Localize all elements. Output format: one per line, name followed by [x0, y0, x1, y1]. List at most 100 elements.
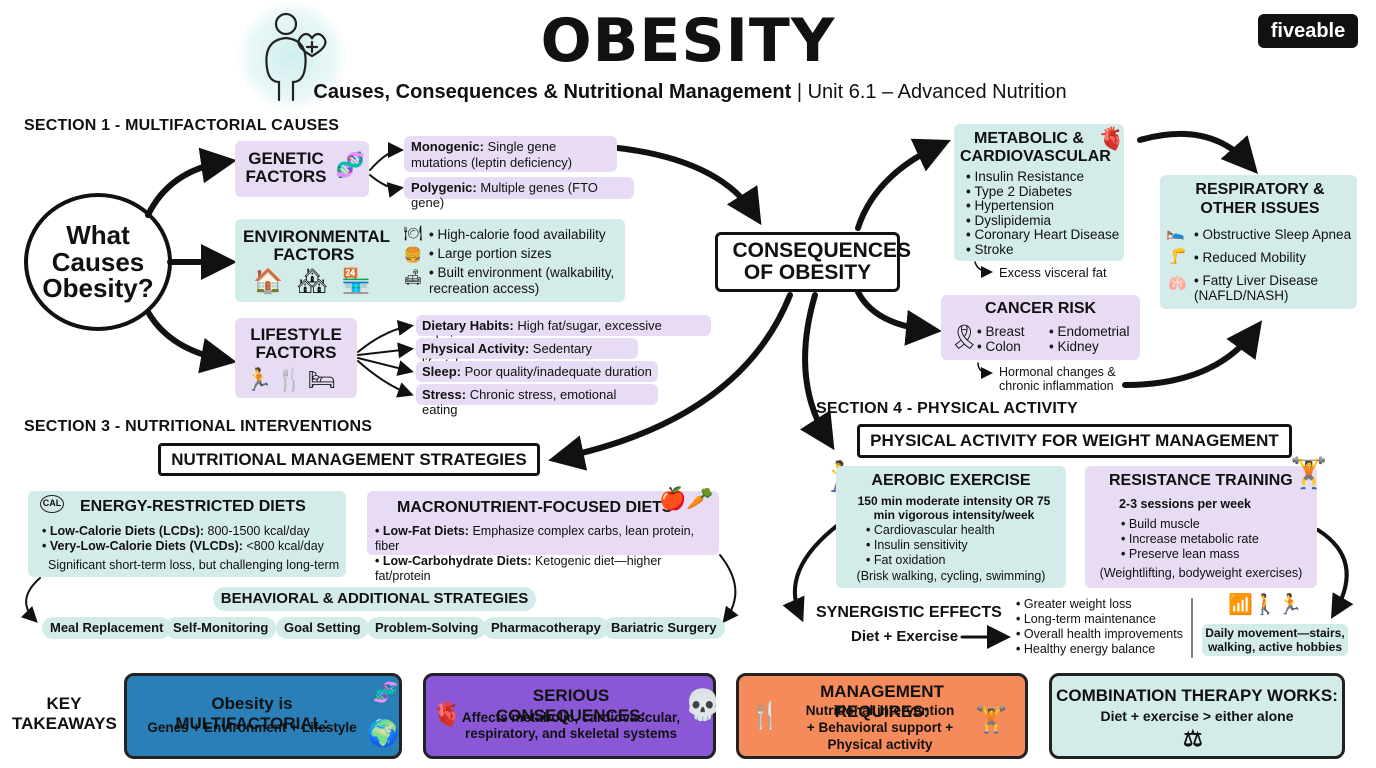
macronutrient-box: MACRONUTRIENT-FOCUSED DIETS 🍎🥕 Low-Fat D…: [367, 486, 719, 583]
stress-box: Stress: Chronic stress, emotional eating: [416, 384, 658, 417]
consequences-title: CONSEQUENCES OF OBESITY: [732, 238, 912, 284]
metabolic-title: METABOLIC & CARDIOVASCULAR: [960, 130, 1111, 166]
cal-plate-icon: CAL: [32, 493, 72, 517]
synergy-title: SYNERGISTIC EFFECTS: [816, 604, 1002, 621]
sleep-box: Sleep: Poor quality/inadequate duration: [416, 361, 658, 382]
mobility-icon: 🦵: [1168, 248, 1187, 265]
metabolic-item: Dyslipidemia: [966, 213, 1119, 229]
takeaway-management-requires: 🍴 MANAGEMENT REQUIRES: Nutritional inter…: [736, 673, 1028, 759]
metabolic-item: Type 2 Diabetes: [966, 184, 1119, 200]
takeaway-1-title: Obesity is MULTIFACTORIAL:: [175, 694, 329, 733]
energy-restricted-box: CAL ENERGY-RESTRICTED DIETS Low-Calorie …: [28, 491, 346, 577]
metabolic-item: Coronary Heart Disease: [966, 227, 1119, 243]
dna-icon: 🧬: [335, 152, 365, 179]
liver-icon: 🫁: [1168, 275, 1187, 292]
metabolic-box: METABOLIC & CARDIOVASCULAR 🫀 Insulin Res…: [954, 124, 1126, 261]
what-causes-text: What Causes Obesity?: [42, 219, 154, 304]
physical-activity-term: Physical Activity:: [422, 341, 530, 356]
visceral-fat-note: Excess visceral fat: [999, 265, 1107, 280]
takeaway-multifactorial: Obesity is MULTIFACTORIAL: Genes + Envir…: [124, 673, 402, 759]
environmental-item: Built environment (walkability, recreati…: [429, 263, 621, 297]
resistance-title: RESISTANCE TRAINING: [1109, 472, 1293, 489]
takeaway-3-title: MANAGEMENT REQUIRES:: [820, 682, 944, 721]
takeaway-2-title: SERIOUS CONSEQUENCES:: [495, 686, 647, 725]
cancer-item: Kidney: [1049, 339, 1130, 354]
lifestyle-factors-title: LIFESTYLE FACTORS: [250, 325, 342, 362]
dietary-habits-box: Dietary Habits: High fat/sugar, excessiv…: [416, 315, 711, 348]
heart-organ-icon: 🫀: [1098, 126, 1126, 151]
metabolic-item: Hypertension: [966, 198, 1119, 214]
sleep-term: Sleep:: [422, 364, 462, 379]
aerobic-item: Cardiovascular health: [866, 523, 995, 538]
dumbbell-icon: 🏋: [975, 704, 1008, 734]
page-subtitle: Causes, Consequences & Nutritional Manag…: [310, 81, 1070, 104]
lcd-text: 800-1500 kcal/day: [204, 524, 310, 538]
respiratory-item: Reduced Mobility: [1194, 250, 1354, 273]
section-4-label: SECTION 4 - PHYSICAL ACTIVITY: [816, 400, 1078, 417]
environment-buildings-icons: 🏠🏘🏪: [253, 268, 386, 295]
low-carb-text: Ketogenic diet—higher fat/protein: [375, 554, 662, 583]
stress-term: Stress:: [422, 387, 467, 402]
behavioral-title: BEHAVIORAL & ADDITIONAL STRATEGIES: [213, 587, 536, 611]
takeaway-serious-consequences: 🫀 SERIOUS CONSEQUENCES: Affects metaboli…: [423, 673, 721, 759]
stairs-walking-icons: 📶🚶🏃: [1228, 594, 1303, 616]
subtitle-unit: Unit 6.1 – Advanced Nutrition: [807, 81, 1067, 103]
resistance-item: Increase metabolic rate: [1121, 532, 1259, 547]
aerobic-note: (Brisk walking, cycling, swimming): [856, 569, 1046, 583]
metabolic-item: Stroke: [966, 242, 1119, 258]
cancer-risk-box: CANCER RISK 🎗 Breast Colon Endometrial K…: [941, 295, 1140, 360]
sleep-apnea-icon: 🛌: [1166, 224, 1185, 241]
skeleton-icon: 💀: [684, 689, 722, 722]
resistance-note: (Weightlifting, bodyweight exercises): [1099, 566, 1303, 580]
cancer-item: Endometrial: [1049, 324, 1129, 339]
environmental-factors-title: ENVIRONMENTAL FACTORS: [243, 227, 391, 264]
cal-label: CAL: [40, 495, 64, 513]
energy-item: Very-Low-Calorie Diets (VLCDs): <800 kca…: [42, 539, 324, 554]
polygenic-box: Polygenic: Multiple genes (FTO gene): [404, 177, 634, 210]
aerobic-item: Insulin sensitivity: [866, 538, 995, 553]
low-carb-term: Low-Carbohydrate Diets:: [382, 554, 532, 568]
aerobic-title: AEROBIC EXERCISE: [871, 472, 1031, 489]
globe-icon: 🌍: [367, 718, 400, 748]
resistance-item: Build muscle: [1121, 517, 1259, 532]
page-title: OBESITY: [540, 6, 836, 76]
energy-restricted-title: ENERGY-RESTRICTED DIETS: [80, 498, 306, 515]
hormonal-note: Hormonal changes & chronic inflammation: [999, 365, 1116, 393]
strategy-pill-self-monitoring: Self-Monitoring: [165, 617, 277, 639]
aerobic-list: Cardiovascular health Insulin sensitivit…: [866, 523, 995, 568]
section-1-label: SECTION 1 - MULTIFACTORIAL CAUSES: [24, 117, 340, 134]
metabolic-item: Insulin Resistance: [966, 169, 1119, 185]
cancer-risk-title: CANCER RISK: [984, 300, 1097, 317]
environmental-item: Large portion sizes: [429, 244, 621, 263]
aerobic-item: Fat oxidation: [866, 553, 995, 568]
respiratory-item: Obstructive Sleep Apnea: [1194, 227, 1354, 250]
synergy-item: Long-term maintenance: [1016, 612, 1183, 627]
genetic-factors-title: GENETIC FACTORS: [245, 149, 327, 186]
resistance-box: RESISTANCE TRAINING 2-3 sessions per wee…: [1085, 466, 1317, 588]
takeaway-3-text: Nutritional intervention + Behavioral su…: [805, 703, 955, 752]
nutrition-title-box: NUTRITIONAL MANAGEMENT STRATEGIES: [158, 443, 540, 476]
food-icons: 🍽🍔🛋: [403, 225, 423, 286]
fork-icon: 🍴: [749, 700, 782, 730]
macro-item: Low-Carbohydrate Diets: Ketogenic diet—h…: [375, 554, 719, 584]
cancer-list-1: Breast Colon: [977, 324, 1024, 354]
synergy-item: Greater weight loss: [1016, 597, 1183, 612]
low-fat-term: Low-Fat Diets:: [382, 524, 469, 538]
food-group-icon: 🍎🥕: [659, 486, 714, 511]
what-causes-circle: What Causes Obesity?: [24, 193, 172, 331]
energy-note: Significant short-term loss, but challen…: [48, 558, 340, 572]
strategy-pill-goal-setting: Goal Setting: [276, 617, 369, 639]
header-person-icon: [237, 2, 347, 110]
environmental-factors-box: ENVIRONMENTAL FACTORS 🏠🏘🏪 🍽🍔🛋 High-calor…: [235, 219, 625, 302]
respiratory-list: Obstructive Sleep Apnea Reduced Mobility…: [1194, 227, 1354, 303]
takeaway-4-text: Diet + exercise > either alone: [1100, 708, 1294, 724]
vlcd-text: <800 kcal/day: [242, 539, 324, 553]
energy-item: Low-Calorie Diets (LCDs): 800-1500 kcal/…: [42, 524, 324, 539]
low-fat-text: Emphasize complex carbs, lean protein, f…: [375, 524, 695, 553]
metabolic-list: Insulin Resistance Type 2 Diabetes Hyper…: [966, 169, 1119, 258]
subtitle-main: Causes, Consequences & Nutritional Manag…: [313, 81, 792, 103]
aerobic-box: AEROBIC EXERCISE 150 min moderate intens…: [836, 466, 1066, 588]
genetic-factors-box: GENETIC FACTORS 🧬: [235, 141, 369, 197]
strategy-pill-problem-solving: Problem-Solving: [367, 617, 487, 639]
scale-icon: ⚖: [1183, 726, 1203, 751]
